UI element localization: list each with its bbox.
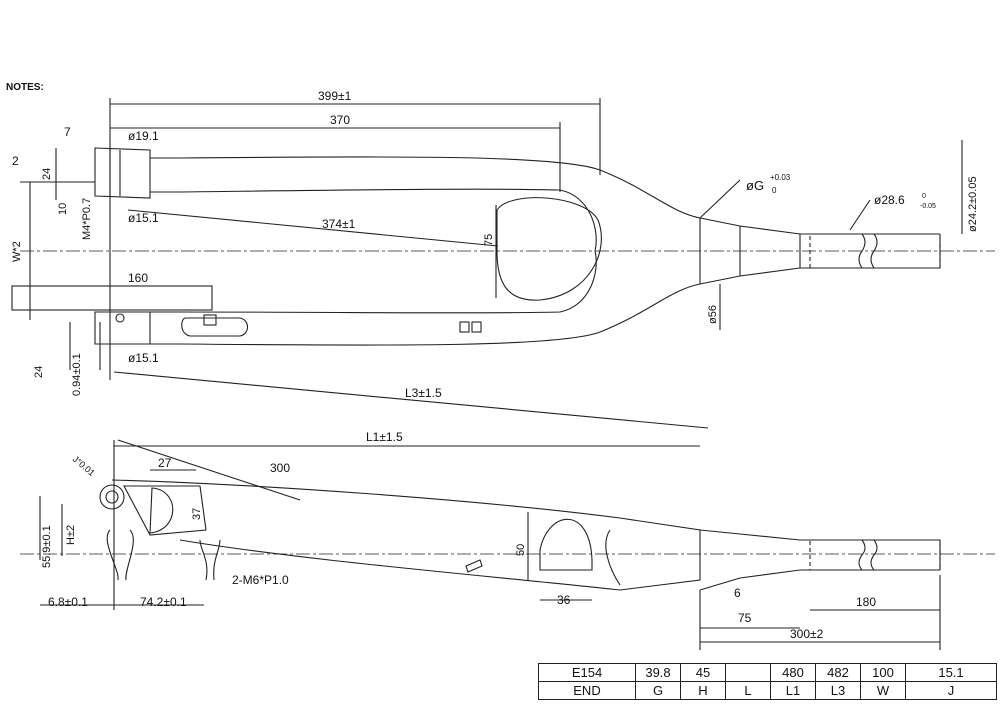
thread-m6: 2-M6*P1.0 [232,573,289,587]
dim-dia-19: ø19.1 [128,129,159,143]
dim-diag-length: 374±1 [322,217,356,231]
dim-37: 37 [191,508,203,520]
dim-24-upper: 24 [41,168,53,180]
thread-m4: M4*P0.7 [81,198,93,240]
dim-300-2: 300±2 [790,627,824,641]
dim-g-tol-upper: +0.03 [770,173,791,182]
dim-width-160: 160 [128,271,148,285]
dim-steerer-tol-lower: -0.05 [920,203,936,210]
dim-68: 6.8±0.1 [48,595,88,609]
dim-overall-length: 399±1 [318,89,352,103]
spec-cell: J [905,681,997,700]
dim-steerer-tol-upper: 0 [922,193,926,200]
dim-27: 27 [158,456,172,470]
dim-10: 10 [57,203,69,215]
spec-cell: 39.8 [635,663,681,682]
spec-cell: H [680,681,726,700]
dim-24-lower: 24 [33,366,45,378]
dim-300: 300 [270,461,290,475]
spec-row-values: E154 39.8 45 480 482 100 15.1 [538,663,997,682]
spec-row-labels: END G H L L1 L3 W J [538,681,997,700]
dim-6: 6 [734,586,741,600]
dim-l3: L3±1.5 [405,386,442,400]
spec-cell: END [538,681,636,700]
dim-50: 50 [515,544,527,556]
notes-label: NOTES: [6,82,44,93]
spec-cell: L [725,681,771,700]
spec-cell: 15.1 [905,663,997,682]
dim-g-tol-lower: 0 [772,186,777,195]
dim-742: 74.2±0.1 [140,595,187,609]
dim-094: 0.94±0.1 [71,353,83,396]
spec-cell: 100 [860,663,906,682]
dim-angle: J°0.01 [71,454,97,478]
dim-36: 36 [557,593,571,607]
spec-cell: G [635,681,681,700]
dim-l1: L1±1.5 [366,430,403,444]
dim-7: 7 [64,125,71,139]
dim-dia-15-upper: ø15.1 [128,211,159,225]
spec-cell: L3 [815,681,861,700]
dim-559: 55.9±0.1 [41,525,53,568]
dim-75-top: 75 [483,234,495,246]
dim-crown-race-dia: ø24.2±0.05 [967,176,979,232]
dim-w-half: W*2 [11,241,23,262]
dim-g-label: øG [746,178,764,193]
dim-dia-15-lower: ø15.1 [128,351,159,365]
spec-cell: L1 [770,681,816,700]
spec-cell: 482 [815,663,861,682]
spec-cell: W [860,681,906,700]
spec-cell: E154 [538,663,636,682]
spec-cell: 45 [680,663,726,682]
dim-75-side: 75 [738,611,752,625]
spec-cell [725,663,771,682]
dim-56: ø56 [707,305,719,324]
dim-180: 180 [856,595,876,609]
dim-2: 2 [12,154,19,168]
dim-blade-length: 370 [330,113,350,127]
dim-steerer-dia: ø28.6 [874,193,905,207]
dim-h-2: H±2 [65,525,77,545]
spec-cell: 480 [770,663,816,682]
spec-table: E154 39.8 45 480 482 100 15.1 END G H L … [538,663,997,700]
